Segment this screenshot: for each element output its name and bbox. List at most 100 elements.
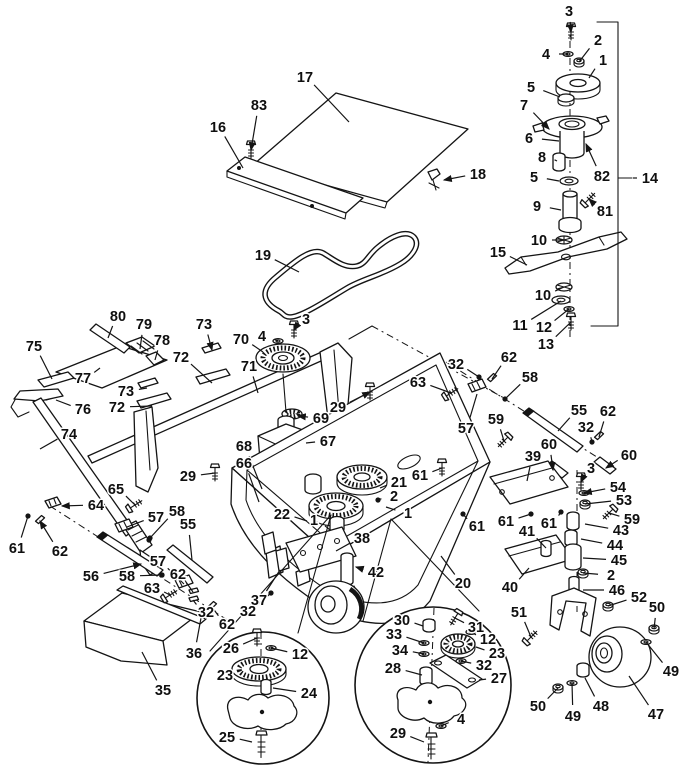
leader-line-23	[237, 669, 243, 673]
part-label-59: 59	[624, 512, 640, 528]
detail-cone-lines	[209, 514, 480, 652]
part-label-3: 3	[565, 4, 573, 20]
part-label-10: 10	[535, 288, 551, 304]
leader-line-52	[607, 599, 627, 607]
leader-line-3	[580, 473, 588, 484]
part-label-8: 8	[538, 150, 546, 166]
part-glyph-p	[206, 600, 218, 611]
part-label-79: 79	[136, 317, 152, 333]
leader-line-72	[129, 405, 153, 408]
part-label-51: 51	[511, 605, 527, 621]
leader-line-15	[509, 255, 528, 266]
part-label-81: 81	[597, 204, 613, 220]
part-label-69: 69	[313, 411, 329, 427]
leader-line-62	[211, 606, 219, 617]
leader-line-78	[154, 350, 159, 361]
part-label-60: 60	[541, 437, 557, 453]
leader-line-22	[294, 516, 308, 522]
leader-line-42	[354, 565, 365, 573]
part-label-73: 73	[196, 317, 212, 333]
part-label-19: 19	[255, 248, 271, 264]
part-label-29: 29	[390, 726, 406, 742]
leader-line-43	[584, 523, 609, 529]
leader-line-61	[432, 467, 443, 473]
part-label-58: 58	[522, 370, 538, 386]
leader-line-34	[412, 651, 425, 655]
part-label-26: 26	[223, 641, 239, 657]
leader-line-5	[543, 90, 561, 98]
leader-line-63	[430, 384, 452, 394]
part-glyph-b	[209, 463, 221, 482]
leader-line-28	[405, 670, 423, 676]
lower-left-linkage	[44, 496, 290, 666]
deck-pulley-22	[304, 473, 364, 534]
leader-line-61	[558, 511, 562, 516]
part-label-20: 20	[455, 576, 471, 592]
leader-line-69	[296, 413, 309, 421]
leader-line-48	[584, 677, 596, 697]
leader-line-24	[272, 687, 297, 693]
part-label-58: 58	[169, 504, 185, 520]
leader-line-31	[454, 617, 465, 624]
part-label-17: 17	[297, 70, 313, 86]
part-label-62: 62	[600, 404, 616, 420]
part-label-4: 4	[457, 712, 465, 728]
leader-line-2	[377, 498, 382, 501]
leader-line-12	[470, 631, 477, 636]
part-label-4: 4	[542, 47, 550, 63]
leader-line-76	[55, 399, 71, 407]
leader-line-8	[554, 159, 558, 162]
part-label-1: 1	[599, 53, 607, 69]
leader-line-25	[239, 738, 253, 743]
part-label-50: 50	[649, 600, 665, 616]
part-label-15: 15	[490, 245, 506, 261]
part-label-67: 67	[320, 434, 336, 450]
leader-line-72	[190, 363, 213, 384]
leader-line-49	[645, 641, 663, 664]
part-label-28: 28	[385, 661, 401, 677]
leader-line-32	[192, 599, 197, 605]
part-label-12: 12	[480, 632, 496, 648]
leader-line-1	[385, 506, 396, 511]
part-label-35: 35	[155, 683, 171, 699]
part-glyph-p	[188, 595, 200, 603]
part-label-58: 58	[119, 569, 135, 585]
leader-line-62	[185, 582, 194, 593]
leader-line-27	[478, 678, 487, 681]
leader-line-26	[242, 637, 258, 645]
spindle-exploded-column	[504, 21, 633, 327]
part-label-7: 7	[520, 98, 528, 114]
part-glyph-n	[579, 499, 591, 510]
part-label-62: 62	[219, 617, 235, 633]
part-label-38: 38	[354, 531, 370, 547]
leader-line-2	[578, 47, 590, 63]
part-label-29: 29	[330, 400, 346, 416]
part-label-43: 43	[613, 523, 629, 539]
part-label-2: 2	[594, 33, 602, 49]
callout-leader-lines	[20, 21, 663, 743]
part-glyph-n	[552, 683, 564, 694]
leader-line-16	[224, 136, 244, 169]
part-label-63: 63	[410, 375, 426, 391]
part-label-34: 34	[392, 643, 408, 659]
part-label-5: 5	[530, 170, 538, 186]
part-label-54: 54	[610, 480, 626, 496]
deck-pulley-21	[336, 464, 388, 496]
drive-belt	[262, 230, 420, 320]
leader-line-9	[549, 207, 562, 211]
leader-line-32	[590, 437, 593, 443]
part-label-16: 16	[210, 120, 226, 136]
leader-line-62	[598, 421, 605, 438]
part-label-80: 80	[110, 309, 126, 325]
part-glyph-p	[188, 587, 200, 595]
leader-line-4	[440, 722, 449, 727]
part-label-55: 55	[571, 403, 587, 419]
part-label-9: 9	[533, 199, 541, 215]
leader-line-51	[524, 621, 532, 638]
part-label-61: 61	[9, 541, 25, 557]
part-label-46: 46	[609, 583, 625, 599]
part-label-32: 32	[476, 658, 492, 674]
